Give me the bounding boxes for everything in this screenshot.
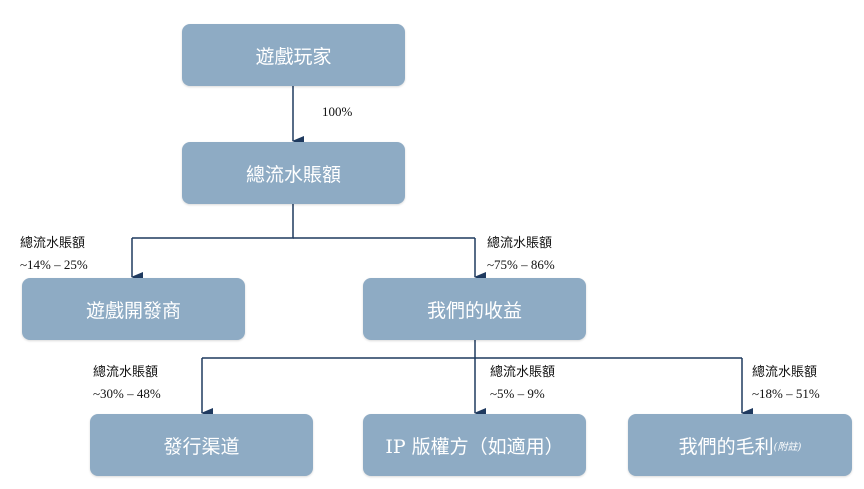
footnote-marker: (附註) xyxy=(773,441,802,453)
node-label: 遊戲開發商 xyxy=(85,299,181,322)
edge-title: 總流水賬額 xyxy=(487,235,553,250)
connector-billings-split xyxy=(132,204,294,239)
edge-title: 總流水賬額 xyxy=(20,235,86,250)
edge-label-ip-holders: 總流水賬額 ~5% – 9% xyxy=(490,361,555,405)
edge-title: 總流水賬額 xyxy=(93,364,159,379)
edge-title: 總流水賬額 xyxy=(752,364,818,379)
node-ip-holders: IP 版權方（如適用） xyxy=(363,414,586,476)
node-label: 我們的收益 xyxy=(426,299,522,322)
edge-label-our-revenue: 總流水賬額 ~75% – 86% xyxy=(487,232,555,276)
edge-label-developers: 總流水賬額 ~14% – 25% xyxy=(20,232,88,276)
node-gross-billings: 總流水賬額 xyxy=(182,142,405,204)
edge-label-channels: 總流水賬額 ~30% – 48% xyxy=(93,361,161,405)
node-developers: 遊戲開發商 xyxy=(22,278,245,340)
node-label: 我們的毛利 xyxy=(678,435,774,458)
edge-label-100: 100% xyxy=(322,104,353,119)
node-label: 總流水賬額 xyxy=(245,163,341,186)
edge-range: ~5% – 9% xyxy=(490,386,545,401)
edge-range: ~30% – 48% xyxy=(93,386,161,401)
node-gross-profit: 我們的毛利(附註) xyxy=(628,414,852,476)
edge-title: 總流水賬額 xyxy=(490,364,556,379)
node-label: 遊戲玩家 xyxy=(255,45,332,68)
node-our-revenue: 我們的收益 xyxy=(363,278,586,340)
node-label: 發行渠道 xyxy=(163,435,240,458)
node-players: 遊戲玩家 xyxy=(182,24,405,86)
edge-range: ~18% – 51% xyxy=(752,386,820,401)
edge-range: ~14% – 25% xyxy=(20,257,88,272)
edge-label-gross-profit: 總流水賬額 ~18% – 51% xyxy=(752,361,820,405)
edge-range: ~75% – 86% xyxy=(487,257,555,272)
node-label: IP 版權方（如適用） xyxy=(385,435,564,458)
node-channels: 發行渠道 xyxy=(90,414,313,476)
